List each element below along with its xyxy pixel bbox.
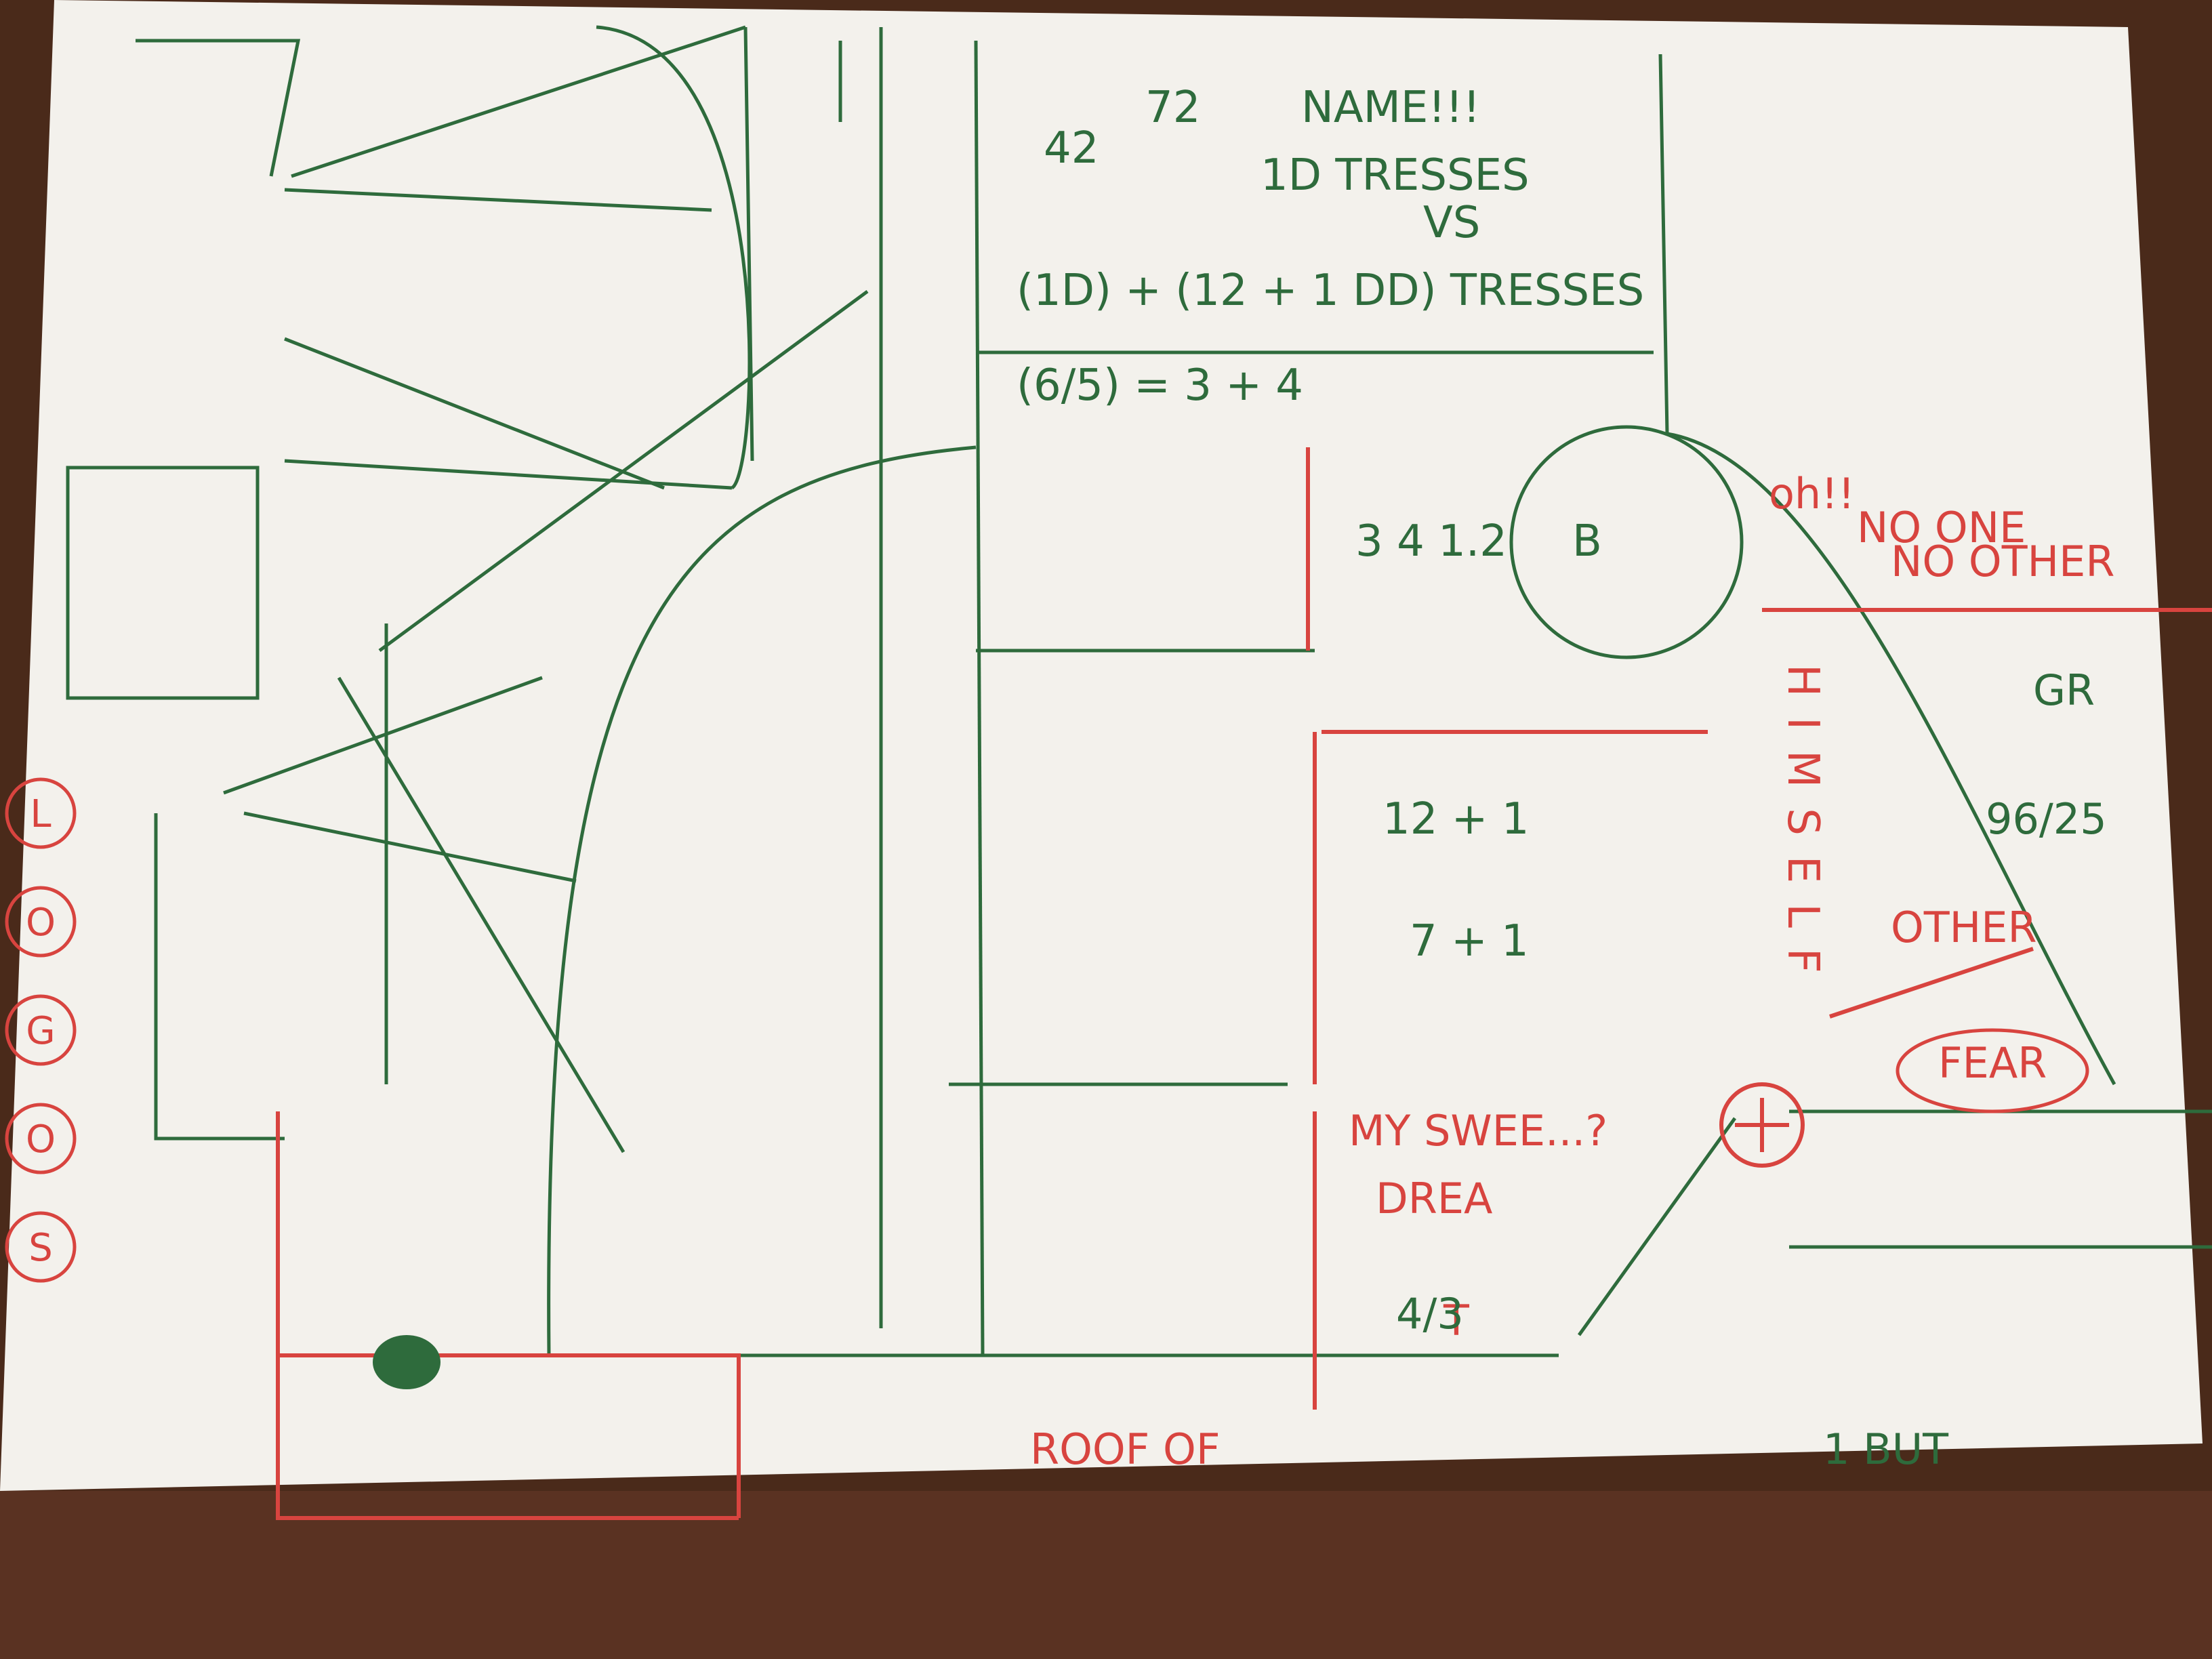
label-42: 42: [1044, 123, 1099, 173]
logos-column: L O G O S: [5, 777, 77, 1283]
logos-circle-5: [5, 1211, 77, 1283]
fear: FEAR: [1938, 1038, 2047, 1088]
logos-letter-2: O: [26, 901, 56, 945]
equation-line: (6/5) = 3 + 4: [1017, 361, 1303, 411]
logos-letter-4: O: [26, 1118, 56, 1162]
no-other: NO OTHER: [1891, 537, 2114, 586]
box-7-1: 7 + 1: [1410, 916, 1529, 966]
fear-oval: [1896, 1028, 2089, 1113]
green-text-group-2: 4/3 1 BUT GR 96/25: [1396, 665, 2107, 1474]
tresses-line2: (1D) + (12 + 1 DD) TRESSES: [1017, 266, 1644, 316]
label-72: 72: [1145, 83, 1200, 133]
four-thirds: 4/3: [1396, 1289, 1464, 1338]
one-but: 1 BUT: [1823, 1425, 1949, 1474]
gr: GR: [2033, 665, 2095, 715]
roof-of: ROOF OF: [1030, 1425, 1221, 1474]
other: OTHER: [1891, 903, 2037, 952]
himself-vertical: HIMSELF: [1778, 664, 1828, 994]
no-one: NO ONE: [1857, 503, 2026, 552]
logos-circle-2: [5, 886, 77, 958]
logos-letter-5: S: [28, 1226, 53, 1270]
my-swee: MY SWEE...?: [1349, 1106, 1607, 1155]
logos-letter-1: L: [30, 792, 51, 836]
box-3412: 3 4 1.2: [1355, 516, 1507, 567]
fraction: 96/25: [1986, 794, 2107, 844]
ink-dot: [373, 1335, 441, 1389]
t-label: T: [1443, 1296, 1470, 1345]
logos-circle-1: [5, 777, 77, 849]
b-oval: [1509, 425, 1744, 659]
oh: oh!!: [1769, 469, 1855, 518]
paper-sheet: [0, 0, 2203, 1491]
drea: DREA: [1376, 1174, 1492, 1223]
logos-circle-3: [5, 994, 77, 1066]
red-sketch-lines: [276, 447, 2212, 1520]
logos-circle-4: [5, 1103, 77, 1174]
green-sketch-lines: [66, 25, 2212, 1357]
logos-letter-3: G: [26, 1009, 55, 1053]
tresses-vs: VS: [1423, 198, 1480, 248]
cross-circle-icon: [1719, 1082, 1805, 1168]
box-12-1: 12 + 1: [1382, 794, 1529, 844]
name-label: NAME!!!: [1301, 83, 1480, 133]
box-b: B: [1572, 516, 1602, 567]
cross-mark-icon: [1735, 1098, 1789, 1152]
green-text-group: NAME!!! 72 42 1D TRESSES VS (1D) + (12 +…: [1017, 83, 1644, 966]
red-text-group: MY SWEE...? DREA ROOF OF T NO ONE NO OTH…: [1030, 469, 2114, 1474]
tresses-line1: 1D TRESSES: [1261, 150, 1530, 201]
